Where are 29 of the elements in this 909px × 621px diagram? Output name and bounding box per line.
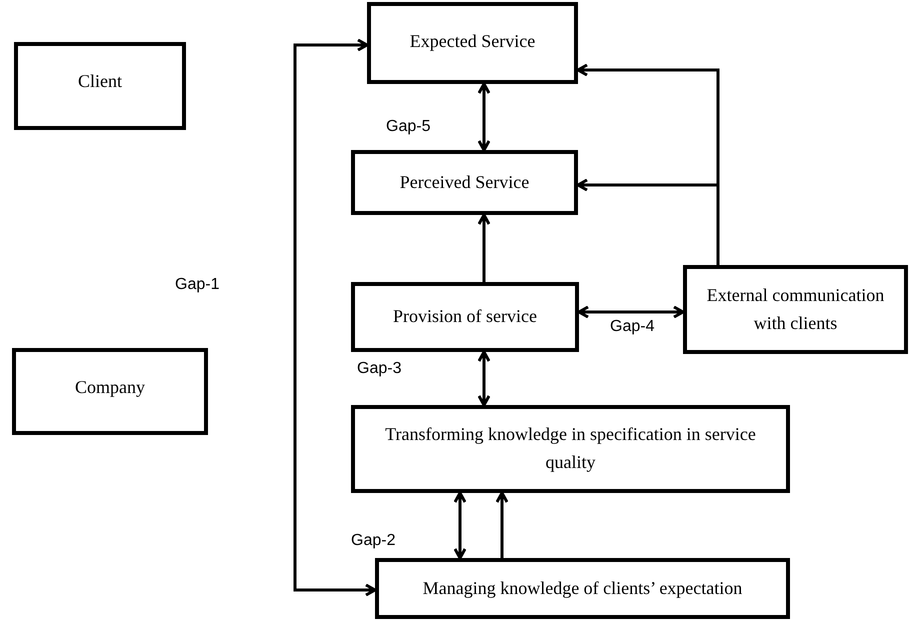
arrow — [478, 350, 490, 406]
gap-label: Gap-4 — [610, 318, 654, 336]
arrow — [578, 306, 684, 318]
process-box — [683, 265, 908, 354]
box-label: Expected Service — [410, 30, 536, 53]
box-label: Managing knowledge of clients’ expectation — [422, 576, 742, 600]
arrow — [294, 38, 376, 596]
box-label: Client — [78, 70, 122, 93]
process-box — [351, 282, 579, 352]
gap-label: Gap-1 — [175, 276, 220, 294]
process-box — [351, 405, 790, 493]
box-label: Company — [75, 376, 145, 399]
box-label: Perceived Service — [400, 170, 530, 194]
arrow — [478, 82, 490, 152]
arrow — [496, 492, 508, 558]
arrow — [576, 178, 720, 265]
process-box — [375, 558, 790, 619]
gap-label: Gap-5 — [386, 118, 430, 136]
box-label: External communication with clients — [706, 284, 886, 334]
gap-label: Gap-2 — [351, 532, 396, 550]
arrow — [478, 214, 490, 282]
process-box — [367, 2, 578, 84]
process-box — [12, 348, 208, 435]
process-box — [14, 42, 186, 130]
box-label: Transforming knowledge in specification in service quality — [384, 423, 757, 474]
process-box — [351, 150, 578, 215]
arrow — [454, 492, 466, 560]
box-label: Provision of service — [393, 305, 537, 328]
gap-label: Gap-3 — [357, 360, 402, 378]
